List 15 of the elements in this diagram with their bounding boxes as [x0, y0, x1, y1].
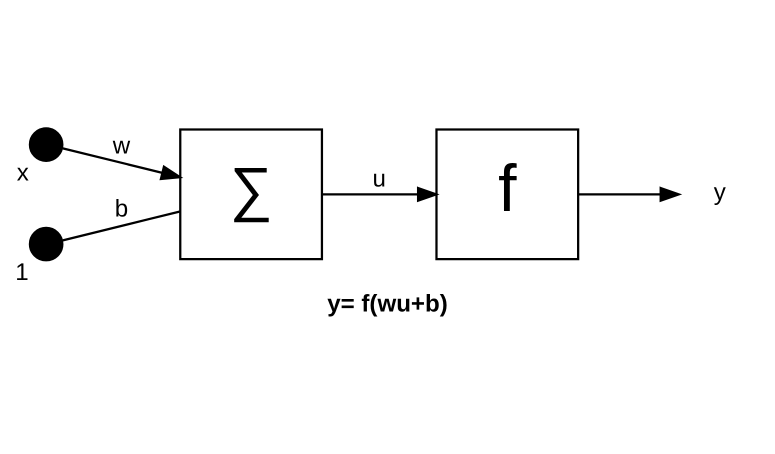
caption: y= f(wu+b)	[327, 290, 448, 318]
node-label: 1	[15, 258, 29, 286]
edge-label: b	[114, 195, 128, 222]
edge-label: u	[372, 165, 386, 192]
node-text: y	[714, 178, 726, 206]
connector	[62, 210, 180, 241]
node-circle	[28, 226, 64, 261]
node-label: x	[16, 158, 29, 186]
arrow	[322, 186, 440, 202]
node-circle	[28, 126, 64, 162]
edge-label: w	[112, 132, 130, 159]
node-box: ∑	[179, 128, 324, 260]
arrow	[578, 186, 682, 202]
arrow	[62, 146, 184, 180]
node-box: f	[435, 128, 580, 260]
